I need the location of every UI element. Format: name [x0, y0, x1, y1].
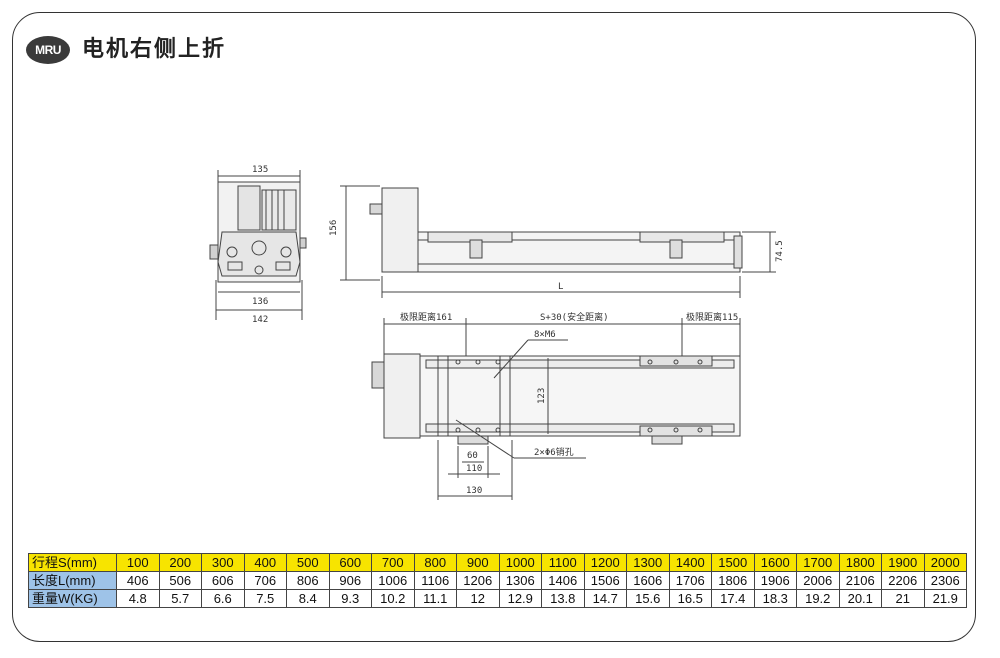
- table-cell-weight: 12.9: [498, 589, 542, 608]
- dim-limit-left: 极限距离161: [400, 311, 452, 323]
- table-cell-stroke: 900: [456, 553, 500, 572]
- dim-123: 123: [537, 388, 547, 404]
- table-cell-weight: 19.2: [796, 589, 840, 608]
- table-cell-length: 1106: [413, 571, 457, 590]
- table-cell-weight: 12: [456, 589, 500, 608]
- table-cell-length: 1506: [583, 571, 627, 590]
- table-cell-stroke: 1200: [583, 553, 627, 572]
- dim-110: 110: [466, 464, 482, 474]
- table-cell-length: 506: [158, 571, 202, 590]
- table-cell-stroke: 1700: [796, 553, 840, 572]
- table-cell-length: 2106: [838, 571, 882, 590]
- table-cell-stroke: 1300: [626, 553, 670, 572]
- table-cell-weight: 14.7: [583, 589, 627, 608]
- table-cell-length: 1206: [456, 571, 500, 590]
- table-cell-length: 906: [328, 571, 372, 590]
- page-title: 电机右侧上折: [82, 37, 227, 62]
- table-cell-weight: 20.1: [838, 589, 882, 608]
- screw-callout: 8×M6: [534, 330, 556, 340]
- table-cell-stroke: 200: [158, 553, 202, 572]
- dim-130: 130: [466, 486, 482, 496]
- dim-60: 60: [467, 451, 478, 461]
- page-frame: [12, 12, 976, 642]
- table-cell-length: 1006: [371, 571, 415, 590]
- dim-stroke-formula: S+30(安全距离): [540, 311, 609, 323]
- dim-156: 156: [329, 220, 339, 236]
- table-cell-length: 706: [243, 571, 287, 590]
- table-cell-weight: 13.8: [541, 589, 585, 608]
- row-label-length: 长度L(mm): [28, 571, 117, 590]
- table-cell-stroke: 100: [116, 553, 160, 572]
- table-cell-length: 1306: [498, 571, 542, 590]
- table-cell-length: 2006: [796, 571, 840, 590]
- row-label-weight: 重量W(KG): [28, 589, 117, 608]
- table-cell-weight: 15.6: [626, 589, 670, 608]
- table-cell-weight: 6.6: [201, 589, 245, 608]
- dim-136: 136: [252, 297, 268, 307]
- table-cell-length: 606: [201, 571, 245, 590]
- table-cell-stroke: 1800: [838, 553, 882, 572]
- row-label-stroke: 行程S(mm): [28, 553, 117, 572]
- table-cell-length: 1906: [753, 571, 797, 590]
- table-cell-weight: 16.5: [668, 589, 712, 608]
- table-cell-weight: 9.3: [328, 589, 372, 608]
- table-cell-weight: 5.7: [158, 589, 202, 608]
- technical-drawing: 135 156 136 142 74.5 L 极限距离161 S+30(安全距离…: [209, 165, 785, 500]
- table-cell-stroke: 500: [286, 553, 330, 572]
- hole-callout: 2×Φ6销孔: [534, 446, 574, 458]
- table-cell-stroke: 2000: [923, 553, 967, 572]
- table-cell-weight: 4.8: [116, 589, 160, 608]
- front-view: [369, 187, 776, 298]
- table-cell-stroke: 400: [243, 553, 287, 572]
- table-cell-stroke: 1500: [711, 553, 755, 572]
- table-cell-length: 1806: [711, 571, 755, 590]
- table-cell-length: 806: [286, 571, 330, 590]
- table-cell-length: 1406: [541, 571, 585, 590]
- table-cell-weight: 7.5: [243, 589, 287, 608]
- table-cell-stroke: 1400: [668, 553, 712, 572]
- table-cell-stroke: 1900: [881, 553, 925, 572]
- table-cell-stroke: 600: [328, 553, 372, 572]
- table-cell-weight: 17.4: [711, 589, 755, 608]
- dim-74-5: 74.5: [775, 240, 785, 262]
- table-cell-length: 2306: [923, 571, 967, 590]
- table-cell-stroke: 800: [413, 553, 457, 572]
- table-cell-stroke: 1600: [753, 553, 797, 572]
- table-cell-stroke: 300: [201, 553, 245, 572]
- table-cell-stroke: 700: [371, 553, 415, 572]
- dim-limit-right: 极限距离115: [686, 311, 738, 323]
- table-cell-length: 406: [116, 571, 160, 590]
- table-cell-stroke: 1100: [541, 553, 585, 572]
- table-cell-weight: 18.3: [753, 589, 797, 608]
- top-view: [371, 318, 741, 500]
- table-cell-length: 2206: [881, 571, 925, 590]
- table-cell-length: 1706: [668, 571, 712, 590]
- table-cell-weight: 11.1: [413, 589, 457, 608]
- table-cell-weight: 8.4: [286, 589, 330, 608]
- table-cell-weight: 21: [881, 589, 925, 608]
- table-cell-stroke: 1000: [498, 553, 542, 572]
- dim-142: 142: [252, 315, 268, 325]
- dim-135: 135: [252, 165, 268, 175]
- dim-l: L: [558, 282, 563, 292]
- table-cell-weight: 10.2: [371, 589, 415, 608]
- table-cell-length: 1606: [626, 571, 670, 590]
- brand-logo: MRU: [26, 36, 70, 64]
- table-cell-weight: 21.9: [923, 589, 967, 608]
- side-view: [209, 170, 380, 320]
